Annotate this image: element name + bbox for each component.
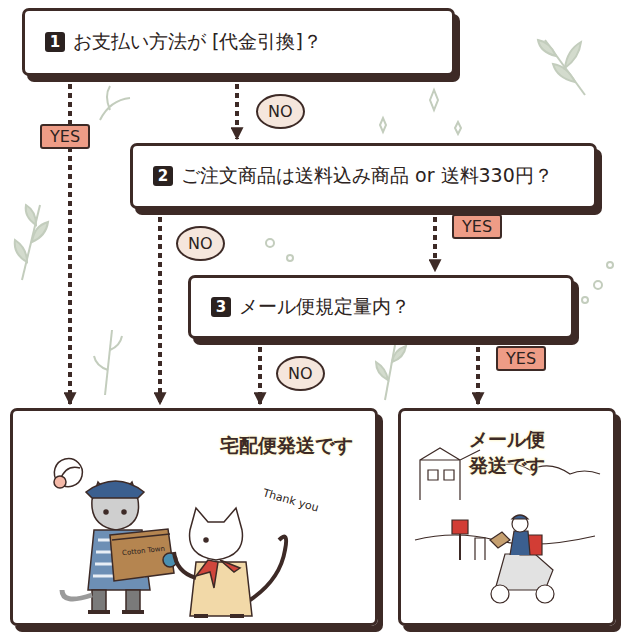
edge-label: NO [256,94,305,129]
edge-label: YES [452,214,502,239]
question-box: 3 メール便規定量内？ [188,275,574,339]
question-text: ご注文商品は送料込み商品 or 送料330円？ [181,163,553,189]
flow-arrow [433,217,437,271]
question-text: メール便規定量内？ [239,294,410,320]
courier-cat [54,459,177,612]
flow-arrow [158,217,162,404]
result-panel: 宅配便発送です [10,408,378,626]
result-panel: メール便 発送です [398,408,616,626]
question-box: 2 ご注文商品は送料込み商品 or 送料330円？ [130,143,597,209]
white-cat [174,508,286,616]
result-heading: メール便 発送です [401,427,613,478]
flow-arrow [476,347,480,404]
question-box: 1 お支払い方法が [代金引換]？ [22,8,455,76]
edge-label: YES [496,346,546,371]
result-heading: 宅配便発送です [220,433,353,459]
flow-arrow [258,347,262,404]
handwritten-note: Thank you [261,486,320,514]
step-number: 3 [211,297,231,317]
leaf-sprigs [15,40,613,400]
flow-arrow [235,84,239,139]
step-number: 1 [45,32,65,52]
edge-label: YES [40,124,90,149]
edge-label: NO [176,226,225,261]
edge-label: NO [276,356,325,391]
question-text: お支払い方法が [代金引換]？ [73,29,322,55]
step-number: 2 [153,166,173,186]
